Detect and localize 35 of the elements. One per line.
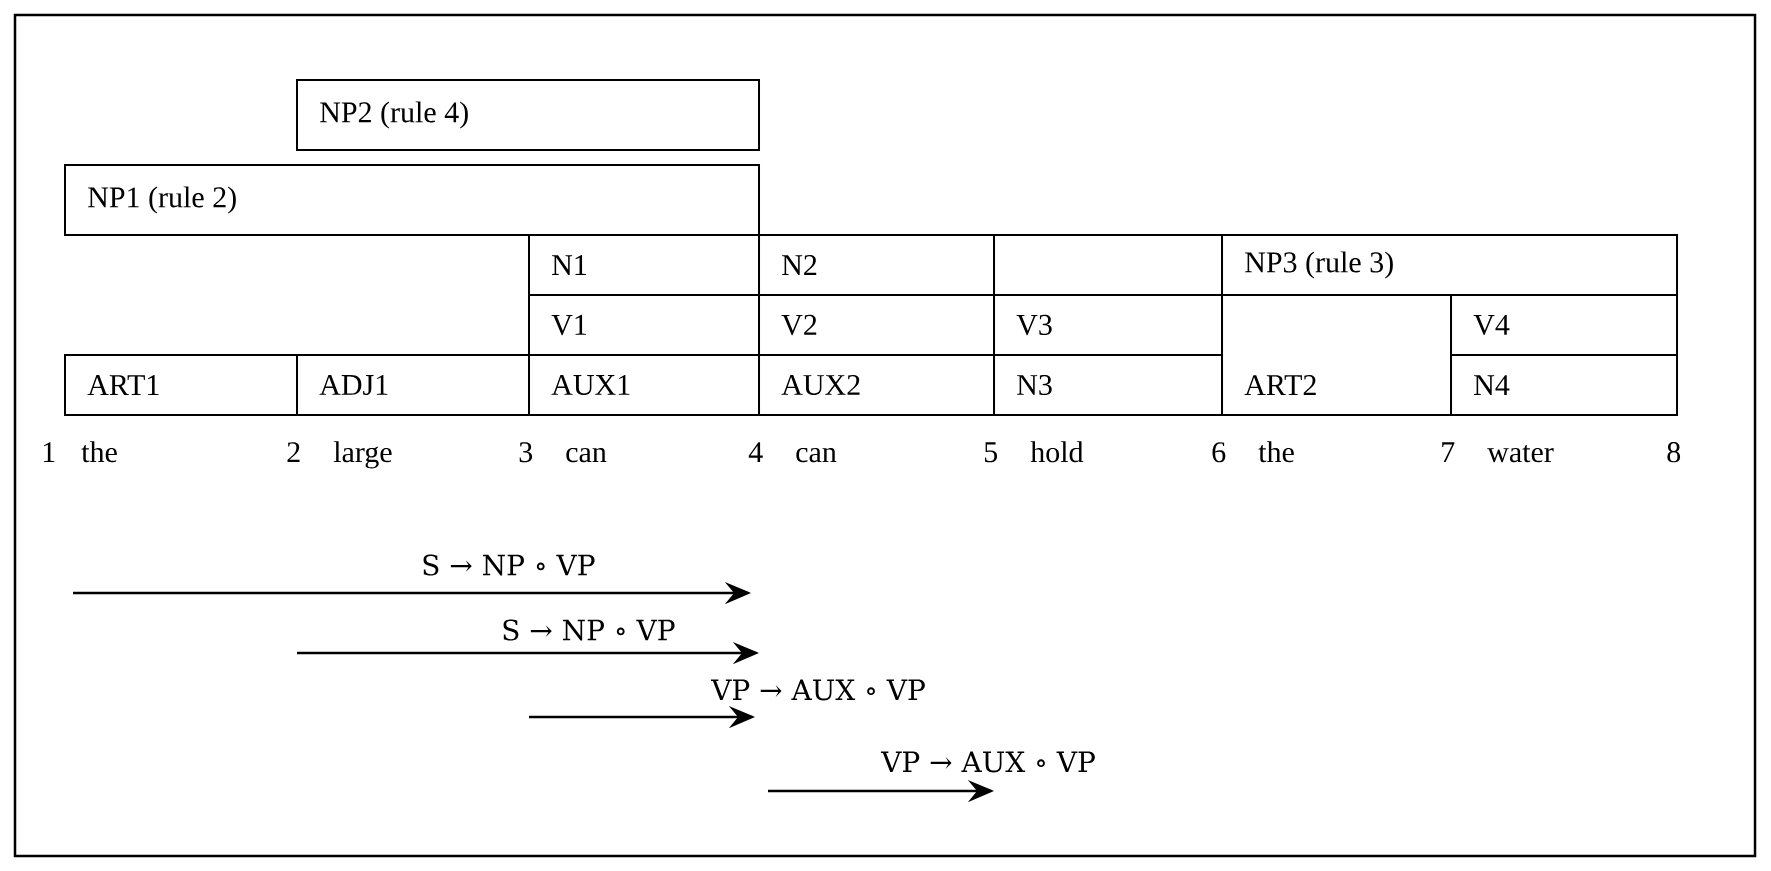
word-label: hold bbox=[1030, 441, 1084, 463]
position-number: 7 bbox=[1442, 442, 1455, 462]
chart-cell: NP3 (rule 3) bbox=[1221, 234, 1678, 296]
position-number: 3 bbox=[519, 442, 533, 463]
empty-cell bbox=[993, 234, 1223, 296]
chart-cell: ADJ1 bbox=[296, 354, 530, 416]
position-number: 5 bbox=[984, 442, 998, 463]
word-label: can bbox=[566, 447, 607, 463]
word-label: can bbox=[796, 447, 837, 463]
chart-cell: V3 bbox=[993, 294, 1223, 356]
chart-cell: N1 bbox=[528, 234, 760, 296]
chart-cell: NP1 (rule 2) bbox=[64, 164, 760, 236]
chart-cell: N2 bbox=[758, 234, 995, 296]
position-number: 6 bbox=[1212, 442, 1226, 463]
rule-label: VP → AUX ∘ VP bbox=[880, 751, 1095, 773]
rule-label: S → NP ∘ VP bbox=[423, 554, 595, 576]
chart-cell: V2 bbox=[758, 294, 995, 356]
rule-label: S → NP ∘ VP bbox=[503, 619, 675, 641]
word-label: large bbox=[333, 441, 392, 469]
word-label: the bbox=[1258, 441, 1294, 463]
chart-cell: ART1 bbox=[64, 354, 298, 416]
word-label: water bbox=[1487, 445, 1554, 463]
chart-cell: AUX1 bbox=[528, 354, 760, 416]
position-number: 8 bbox=[1667, 442, 1681, 463]
chart-cell: NP2 (rule 4) bbox=[296, 79, 760, 151]
chart-cell: N4 bbox=[1450, 354, 1678, 416]
rule-label: VP → AUX ∘ VP bbox=[710, 679, 925, 701]
position-number: 2 bbox=[287, 442, 300, 462]
chart-cell: V1 bbox=[528, 294, 760, 356]
chart-cell: V4 bbox=[1450, 294, 1678, 356]
position-number: 1 bbox=[43, 442, 55, 462]
chart-cell: N3 bbox=[993, 354, 1223, 416]
position-number: 4 bbox=[748, 442, 763, 462]
chart-cell: AUX2 bbox=[758, 354, 995, 416]
chart-cell: ART2 bbox=[1221, 294, 1452, 416]
